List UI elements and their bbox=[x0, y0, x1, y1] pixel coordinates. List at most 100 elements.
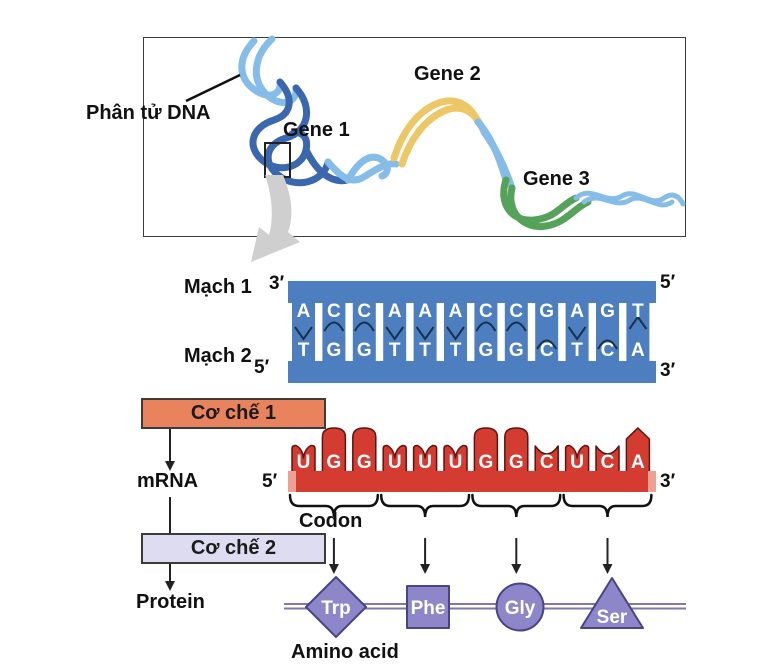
mrna-base-tooth bbox=[382, 444, 407, 473]
base-pair-rung bbox=[474, 303, 498, 361]
strand-1-base: T bbox=[632, 301, 644, 322]
mrna-base-letter: U bbox=[418, 452, 432, 473]
base-pair-rung bbox=[383, 303, 407, 361]
strand-1-backbone bbox=[288, 281, 656, 303]
base-pair-rung bbox=[413, 303, 437, 361]
zoom-arrow-icon bbox=[251, 175, 300, 262]
codon-to-amino-arrowhead bbox=[420, 564, 431, 574]
arrowhead-to-mrna bbox=[165, 461, 175, 471]
strand-2-base: C bbox=[601, 340, 615, 361]
strand-1-base: A bbox=[418, 301, 432, 322]
base-pair-rung bbox=[596, 303, 619, 361]
mechanism-1-label: Cơ chế 1 bbox=[190, 402, 277, 424]
base-pair-bond bbox=[505, 321, 527, 332]
mrna-base-letter: G bbox=[479, 452, 494, 473]
base-pair-bond bbox=[294, 326, 313, 341]
strand-2-base: C bbox=[540, 340, 554, 361]
mrna-label: mRNA bbox=[137, 470, 199, 492]
mrna-base-tooth bbox=[473, 427, 499, 473]
strand-1-base: C bbox=[357, 301, 371, 322]
strand-1-base: G bbox=[539, 301, 554, 322]
mrna-base-tooth bbox=[352, 427, 377, 473]
amino-acid-name: Phe bbox=[411, 598, 446, 619]
strand-1-base: A bbox=[388, 301, 402, 322]
mrna-base-letter: G bbox=[509, 452, 524, 473]
strand-2-base: T bbox=[389, 340, 401, 361]
base-pair-rung bbox=[504, 303, 528, 361]
square-amino-acid-shape bbox=[406, 585, 450, 629]
mechanism-2-box: Cơ chế 2 bbox=[141, 533, 326, 564]
codon-brace bbox=[562, 493, 653, 518]
gene-3-label: Gene 3 bbox=[523, 168, 590, 190]
circle-amino-acid-shape bbox=[495, 582, 545, 632]
mrna-base-tooth bbox=[595, 445, 620, 473]
codon-label: Codon bbox=[299, 510, 363, 532]
strand-2-base: T bbox=[571, 340, 583, 361]
strand-1-base: A bbox=[297, 301, 311, 322]
strand-1-left-end: 3′ bbox=[269, 273, 285, 294]
base-pair-bond bbox=[385, 326, 405, 341]
base-pair-rung bbox=[352, 303, 376, 361]
arrowhead-to-protein bbox=[165, 581, 175, 591]
codon-braces bbox=[288, 493, 653, 574]
mrna-base-tooth bbox=[291, 444, 316, 473]
amino-acid-chain: Trp Phe Gly Ser bbox=[284, 576, 686, 638]
mrna-base-tooth bbox=[504, 427, 529, 473]
base-pair-rung bbox=[444, 303, 467, 361]
strand-1-right-end: 5′ bbox=[660, 272, 676, 293]
mrna-base-tooth bbox=[443, 444, 468, 473]
strand-2-base: T bbox=[298, 340, 310, 361]
dna-helix-illustration bbox=[185, 35, 686, 231]
strand-2-left-end: 5′ bbox=[254, 357, 270, 378]
base-pair-bond bbox=[353, 321, 375, 332]
amino-acid-name: Ser bbox=[597, 607, 628, 628]
mrna-base-tooth bbox=[534, 445, 559, 473]
dna-overview-box bbox=[143, 35, 686, 237]
mrna-base-letter: U bbox=[449, 452, 463, 473]
base-pair-rung bbox=[626, 303, 650, 361]
base-pair-rung bbox=[535, 303, 559, 361]
strand-2-base: G bbox=[327, 340, 342, 361]
base-pair-bond bbox=[323, 321, 345, 332]
mrna-backbone-fade-left bbox=[288, 471, 296, 492]
strand-2-base: T bbox=[419, 340, 431, 361]
codon-to-amino-arrowhead bbox=[328, 564, 339, 574]
base-pair-rung bbox=[565, 303, 589, 361]
amino-acid-name: Trp bbox=[321, 598, 351, 619]
dna-molecule-label: Phân tử DNA bbox=[86, 102, 211, 124]
base-pair-rung bbox=[322, 303, 346, 361]
mrna-base-letter: U bbox=[388, 452, 402, 473]
base-pair-bond bbox=[536, 339, 558, 350]
mechanism-2-label: Cơ chế 2 bbox=[190, 537, 277, 559]
strand-1-base: A bbox=[570, 301, 584, 322]
strand-2-base: G bbox=[479, 340, 494, 361]
base-pair-bond bbox=[628, 315, 648, 330]
diamond-amino-acid-shape bbox=[305, 576, 367, 638]
strand-1-base: C bbox=[479, 301, 493, 322]
amino-acid-name: Gly bbox=[505, 598, 536, 619]
strand-2-base: G bbox=[509, 340, 524, 361]
mrna-backbone bbox=[288, 471, 656, 492]
mechanism-1-box: Cơ chế 1 bbox=[141, 398, 326, 429]
base-pair-bond bbox=[446, 326, 465, 341]
codon-brace bbox=[379, 493, 471, 518]
mrna-backbone-fade-right bbox=[648, 471, 656, 492]
mrna-base-letter: C bbox=[601, 452, 615, 473]
mrna-base-tooth bbox=[321, 427, 347, 473]
amino-acid-label: Amino acid bbox=[291, 641, 399, 663]
mrna-base-tooth bbox=[564, 444, 590, 473]
dna-label-pointer-line bbox=[185, 73, 241, 103]
mrna-base-letter: U bbox=[570, 452, 584, 473]
mrna-right-end: 3′ bbox=[660, 471, 676, 492]
triangle-amino-acid-shape bbox=[580, 577, 644, 629]
base-pair-bond bbox=[567, 326, 587, 341]
flow-arrows bbox=[165, 429, 175, 591]
strand-2-base: G bbox=[357, 340, 372, 361]
gene-2-label: Gene 2 bbox=[414, 63, 481, 85]
mrna-base-letter: G bbox=[357, 452, 372, 473]
base-pair-bond bbox=[475, 321, 497, 332]
strand-1-base: C bbox=[509, 301, 523, 322]
